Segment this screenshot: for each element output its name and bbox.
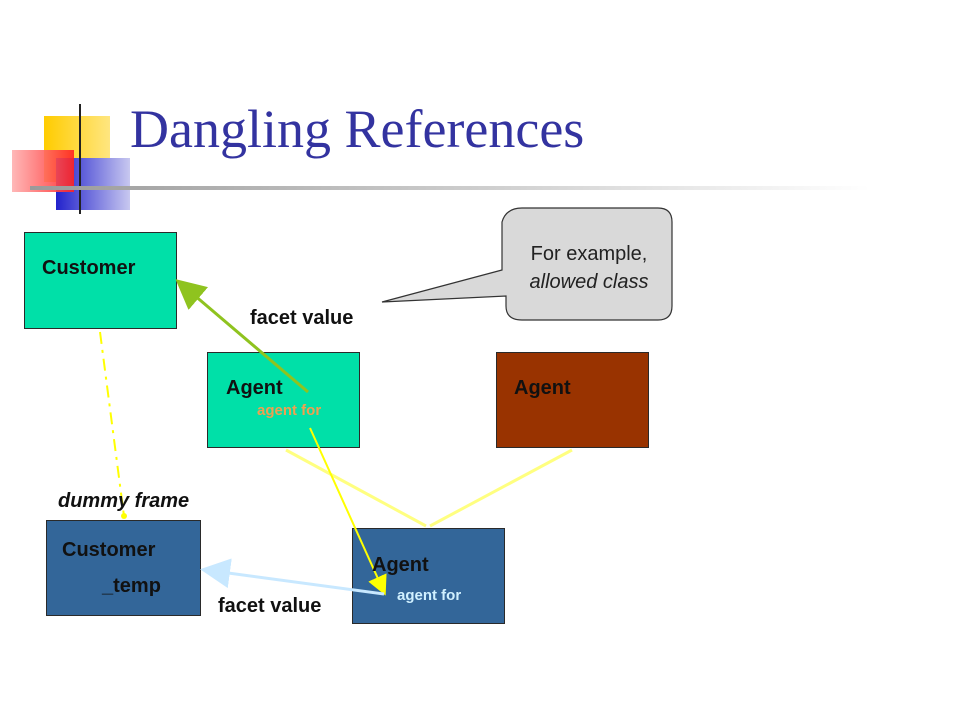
callout-line-1: For example, (530, 243, 648, 265)
slide-logo-decoration (12, 104, 130, 214)
agent-brown-label: Agent (514, 377, 571, 399)
agent-frame-brown[interactable] (496, 352, 649, 448)
dummy-frame-label: dummy frame (58, 490, 190, 512)
agent-for-arrow-yellow (309, 427, 387, 596)
callout-text: For example, allowed class (506, 240, 672, 296)
callout-bubble (381, 207, 673, 321)
slide-title: Dangling References (130, 99, 585, 159)
agent-frame-green[interactable] (207, 352, 360, 448)
title-divider (30, 186, 870, 190)
customer-frame-label: Customer (42, 257, 136, 279)
dummy-frame-link-end (121, 513, 127, 519)
agent-green-label: Agent (226, 377, 283, 399)
agent-blue-label: Agent (372, 554, 429, 576)
customer-temp-label-1: Customer (62, 539, 156, 561)
facet-value-label-top: facet value (250, 307, 354, 329)
agent-green-slot: agent for (257, 402, 322, 419)
inheritance-line-brown (429, 448, 573, 528)
inheritance-line-green (285, 448, 427, 528)
customer-frame[interactable] (24, 232, 177, 329)
dummy-frame-link (99, 331, 125, 517)
customer-temp-label-2: _temp (102, 575, 161, 597)
facet-value-label-bottom: facet value (218, 595, 322, 617)
callout-line-2: allowed class (529, 271, 649, 293)
facet-value-arrow-bottom (200, 558, 385, 596)
agent-blue-slot: agent for (397, 587, 462, 604)
facet-value-arrow-top (175, 279, 309, 394)
